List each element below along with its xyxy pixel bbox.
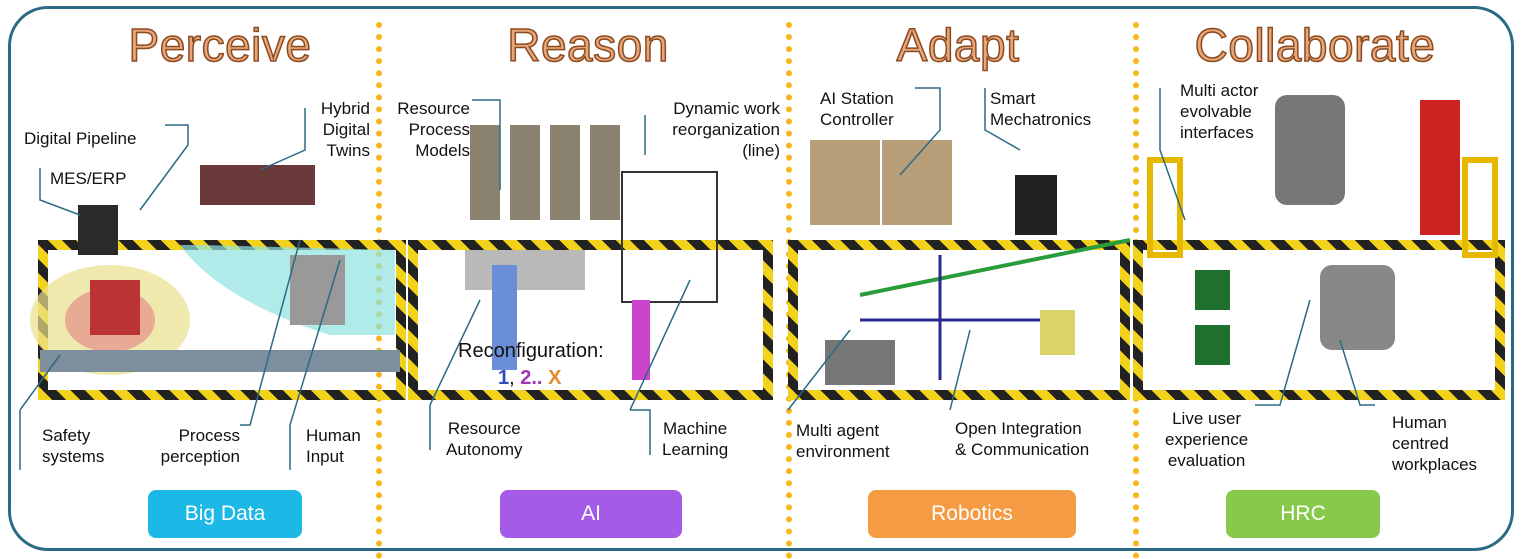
mes-cabinet-shape xyxy=(78,205,118,255)
robot-base-shape xyxy=(825,340,895,385)
shelf-shape xyxy=(510,125,540,220)
bin-shape xyxy=(1195,270,1230,310)
worker-shape xyxy=(492,265,517,370)
badge-ai: AI xyxy=(500,490,682,538)
diagram-frame xyxy=(8,6,1514,551)
leader-lines xyxy=(19,87,1375,470)
robot-arm-shape xyxy=(1275,95,1345,205)
badge-hrc: HRC xyxy=(1226,490,1380,538)
bin-shape xyxy=(1195,325,1230,365)
workstation-shape xyxy=(290,255,345,325)
reconfiguration-label: Reconfiguration: 1, 2.. X xyxy=(458,340,604,389)
conveyor-shape xyxy=(40,350,400,372)
ai-station-cabinet-shape xyxy=(882,140,952,225)
label-mes-erp: MES/ERP xyxy=(50,169,127,188)
robot-arm-shape xyxy=(1420,100,1460,235)
network-line xyxy=(860,255,1060,380)
ai-station-cabinet-shape xyxy=(810,140,880,225)
label-open-integration: Open Integration& Communication xyxy=(955,419,1090,459)
badge-robotics: Robotics xyxy=(868,490,1076,538)
worker-shape xyxy=(632,300,650,380)
shelf-shape xyxy=(470,125,500,220)
cell-enclosure-shape xyxy=(621,171,718,303)
hazard-zone-collaborate xyxy=(1133,240,1505,400)
sensor-zone-shape xyxy=(180,245,395,335)
badge-big-data: Big Data xyxy=(148,490,302,538)
terminal-shape xyxy=(1040,310,1075,355)
digital-twin-desk-shape xyxy=(200,165,315,205)
label-digital-pipeline: Digital Pipeline xyxy=(24,129,137,148)
table-shape xyxy=(465,250,585,290)
section-title-adapt: Adapt xyxy=(896,18,1020,72)
section-title-reason: Reason xyxy=(506,18,669,72)
network-line xyxy=(859,238,1131,297)
robot-arm-shape xyxy=(1320,265,1395,350)
barrier-shape xyxy=(1147,157,1183,258)
mechatronics-shape xyxy=(1015,175,1057,235)
machine-shape xyxy=(90,280,140,335)
shelf-shape xyxy=(550,125,580,220)
section-title-perceive: Perceive xyxy=(128,18,312,72)
barrier-shape xyxy=(1462,157,1498,258)
section-title-collaborate: Collaborate xyxy=(1194,18,1436,72)
shelf-shape xyxy=(590,125,620,220)
